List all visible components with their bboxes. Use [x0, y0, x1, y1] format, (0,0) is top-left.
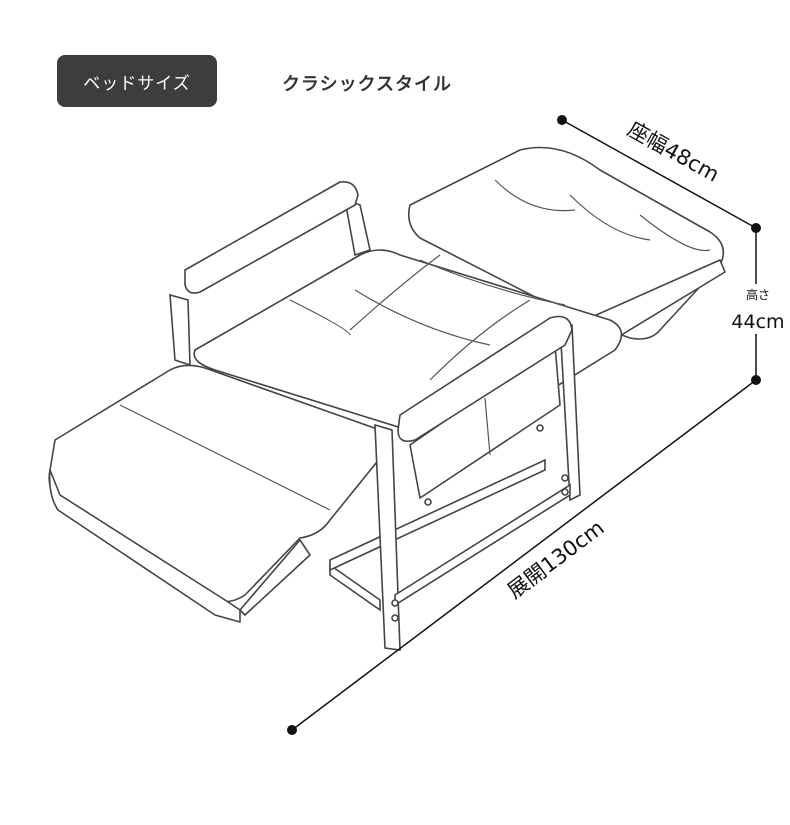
tab-classic-style[interactable]: クラシックスタイル	[272, 58, 462, 108]
dimension-endpoint	[287, 725, 297, 735]
tab-bed-size-label: ベッドサイズ	[83, 73, 191, 94]
width-label: 座幅48cm	[624, 117, 724, 187]
tab-classic-style-label: クラシックスタイル	[281, 74, 453, 95]
tab-bed-size[interactable]: ベッドサイズ	[57, 55, 217, 107]
right-armrest	[374, 315, 581, 651]
height-caption: 高さ	[746, 287, 770, 302]
left-armrest	[169, 180, 371, 367]
dimension-height: 高さ 44cm	[731, 228, 785, 385]
dimension-endpoint	[557, 115, 567, 125]
footrest-cushion	[48, 364, 390, 623]
height-label: 44cm	[731, 311, 784, 333]
